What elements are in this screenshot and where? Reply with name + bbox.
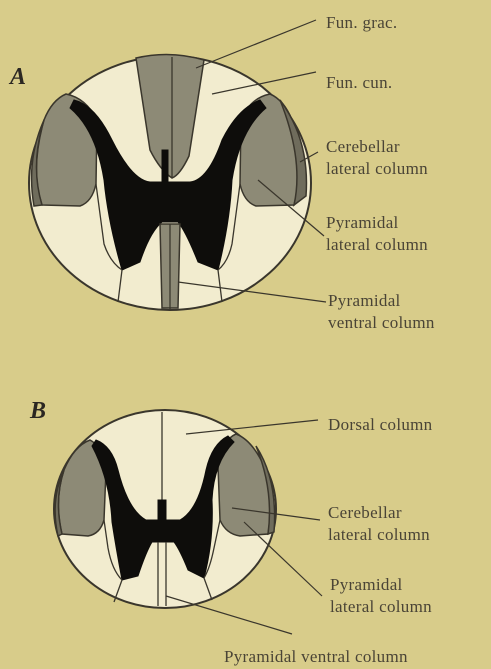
figure-b: B Dorsal column Cerebellar lateral colum… bbox=[29, 398, 433, 666]
figure-b-label-cerebellar-1: Cerebellar bbox=[328, 503, 402, 522]
figure-a-label-cerebellar-2: lateral column bbox=[326, 159, 428, 178]
figure-b-letter: B bbox=[29, 398, 46, 424]
figure-b-leader-pyramidal-ventral bbox=[166, 596, 292, 634]
figure-a-label-pyramidal-ventral-1: Pyramidal bbox=[328, 291, 401, 310]
figure-a: A Fun. grac. Fun. cun. Cerebellar latera… bbox=[8, 13, 435, 332]
figure-a-leader-fun-grac bbox=[196, 20, 316, 68]
figure-b-label-dorsal: Dorsal column bbox=[328, 415, 433, 434]
figure-a-label-pyramidal-ventral-2: ventral column bbox=[328, 313, 435, 332]
figure-a-label-cerebellar-1: Cerebellar bbox=[326, 137, 400, 156]
figure-a-letter: A bbox=[8, 64, 26, 90]
figure-a-label-pyramidal-lateral-2: lateral column bbox=[326, 235, 428, 254]
figure-b-label-pyramidal-ventral: Pyramidal ventral column bbox=[224, 647, 408, 666]
figure-a-label-pyramidal-lateral-1: Pyramidal bbox=[326, 213, 399, 232]
figure-b-label-cerebellar-2: lateral column bbox=[328, 525, 430, 544]
figure-b-label-pyramidal-lateral-1: Pyramidal bbox=[330, 575, 403, 594]
figure-b-label-pyramidal-lateral-2: lateral column bbox=[330, 597, 432, 616]
figure-a-label-fun-cun: Fun. cun. bbox=[326, 73, 392, 92]
figure-a-label-fun-grac: Fun. grac. bbox=[326, 13, 397, 32]
